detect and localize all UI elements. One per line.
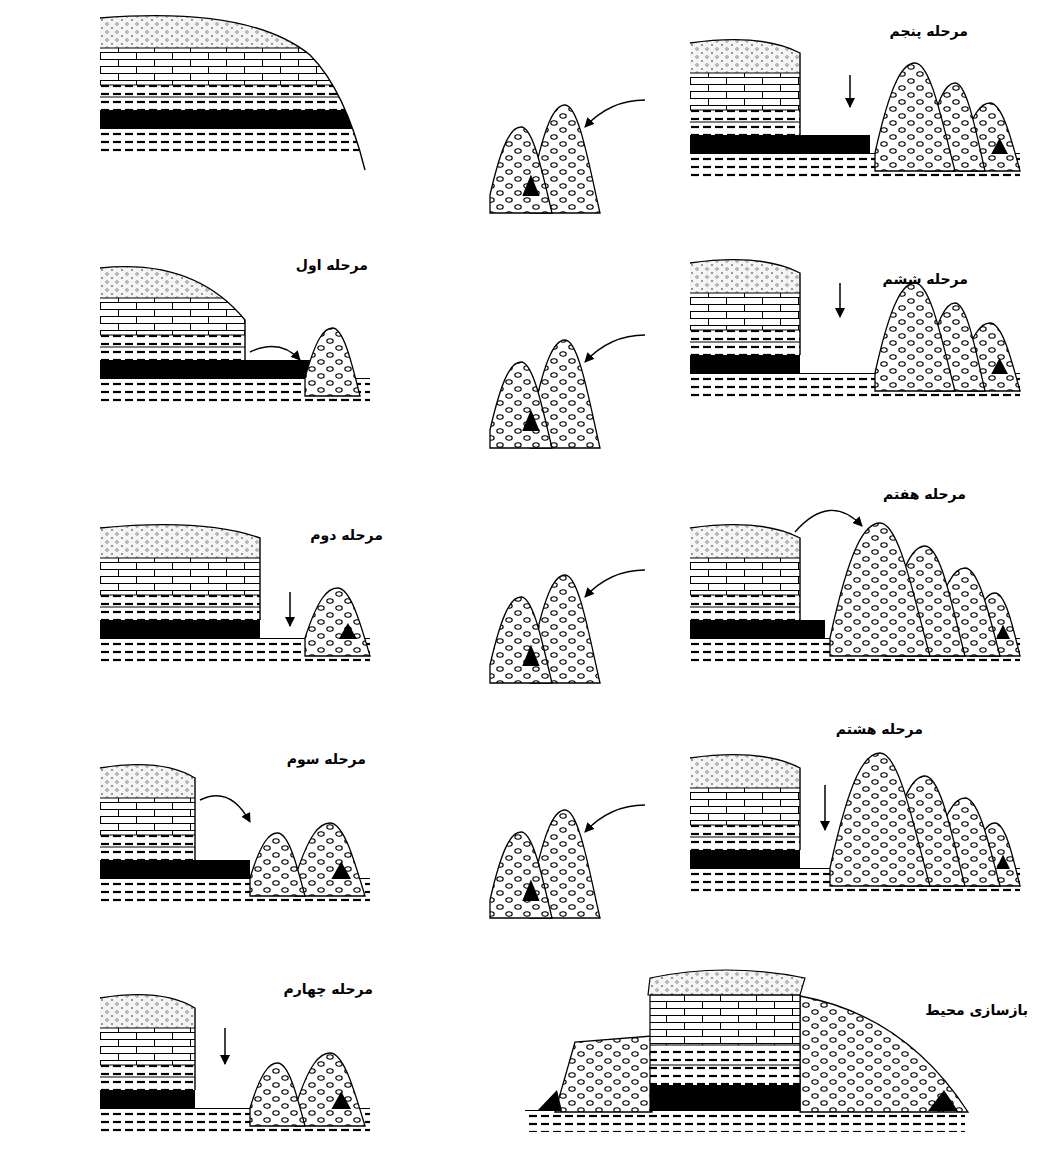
coal-remnant	[537, 1090, 562, 1111]
excavation-arrow	[224, 1028, 226, 1064]
stage-label: مرحله هفتم	[881, 485, 968, 504]
spoil-pile	[490, 127, 552, 213]
excavation-arrow	[849, 75, 851, 107]
transfer-arrow	[250, 347, 300, 360]
spoil-figure	[490, 335, 645, 448]
spoil-pile	[295, 1053, 365, 1126]
coal-seam	[100, 110, 365, 128]
spoil-pile	[305, 588, 370, 656]
limestone-layer	[650, 995, 800, 1045]
limestone-layer	[690, 73, 1020, 110]
coal-remnant	[522, 175, 539, 196]
block-outline	[650, 995, 800, 1111]
coal-remnant	[522, 645, 539, 666]
stage-label: مرحله پنجم	[887, 22, 970, 41]
sandstone-cap	[100, 5, 365, 48]
strata	[100, 5, 365, 128]
stage-label: بازسازی محیط	[923, 1001, 1030, 1020]
spoil-pile	[250, 1063, 305, 1126]
transfer-arrow	[585, 805, 645, 832]
block-outline	[100, 995, 195, 1090]
stage-label: مرحله دوم	[308, 526, 385, 545]
coal-remnant	[522, 880, 539, 901]
coal-remnant	[331, 1092, 351, 1110]
coal-seam	[100, 860, 250, 878]
coal-seam	[100, 360, 330, 378]
coal-remnant	[996, 855, 1010, 870]
ground-line	[100, 128, 365, 129]
stage-figure	[100, 985, 370, 1132]
stage-figure	[690, 510, 1020, 662]
block-outline	[100, 525, 260, 620]
strata	[100, 129, 365, 153]
spoil-figure	[490, 100, 645, 213]
coal-seam	[690, 355, 800, 373]
spoil-pile	[490, 362, 552, 448]
spoil-pile	[875, 63, 955, 171]
base-shale	[100, 130, 365, 152]
sandstone-cap	[690, 30, 1020, 73]
coal-remnant	[522, 410, 539, 431]
coal-seam	[690, 850, 800, 868]
excavation-arrow	[824, 785, 826, 830]
spoil-pile	[875, 283, 955, 391]
spoil-pile	[830, 523, 930, 656]
stage-label: مرحله ششم	[880, 270, 970, 289]
coal-remnant	[928, 1090, 958, 1111]
stage-figure	[690, 30, 1020, 177]
transfer-arrow	[585, 335, 645, 362]
spoil-pile	[295, 823, 365, 896]
coal-seam	[100, 1090, 195, 1108]
spoil-figure	[490, 805, 645, 918]
spoil-pile	[490, 832, 552, 918]
stage-figure	[100, 255, 370, 402]
stage-label: مرحله سوم	[285, 750, 368, 769]
block-outline	[100, 267, 245, 360]
coal-seam	[690, 620, 825, 638]
limestone-layer	[100, 48, 365, 85]
excavation-arrow	[289, 592, 291, 626]
block-outline	[690, 40, 800, 135]
block-outline	[690, 755, 800, 850]
transfer-arrow	[200, 796, 250, 822]
excavation-arrow	[839, 283, 841, 317]
stage-figure	[100, 5, 365, 170]
transfer-arrow	[585, 100, 645, 127]
stage-figure	[100, 755, 370, 902]
coal-seam	[100, 620, 260, 638]
block-outline	[100, 765, 195, 860]
block-outline	[690, 525, 800, 620]
sandstone-cap	[690, 250, 1020, 293]
spoil-figure	[490, 570, 645, 683]
stage-label: مرحله اول	[294, 256, 370, 275]
coal-remnant	[331, 862, 351, 880]
sandstone-cap	[100, 255, 370, 298]
backfill	[555, 1036, 652, 1112]
coal-remnant	[339, 623, 357, 639]
base-shale	[525, 1112, 965, 1132]
stage-label: مرحله چهارم	[282, 980, 375, 999]
block-outline	[690, 260, 800, 355]
coal-seam	[690, 135, 870, 153]
spoil-pile	[830, 753, 930, 886]
coal-remnant	[991, 358, 1008, 374]
spoil-pile	[305, 328, 360, 396]
stage-label: مرحله هشتم	[834, 720, 925, 739]
transfer-arrow	[585, 570, 645, 597]
transfer-arrow	[795, 510, 862, 532]
limestone-layer	[690, 293, 1020, 330]
stage-figure	[690, 250, 1020, 397]
sandstone-cap	[648, 970, 805, 995]
spoil-pile	[490, 597, 552, 683]
reclamation-figure	[525, 970, 968, 1132]
block-outline	[100, 16, 365, 170]
coal-seam	[650, 1085, 800, 1111]
coal-remnant	[996, 625, 1010, 640]
spoil-pile	[250, 833, 305, 896]
coal-remnant	[991, 138, 1008, 154]
limestone-layer	[100, 558, 370, 595]
stage-figure	[690, 745, 1020, 892]
